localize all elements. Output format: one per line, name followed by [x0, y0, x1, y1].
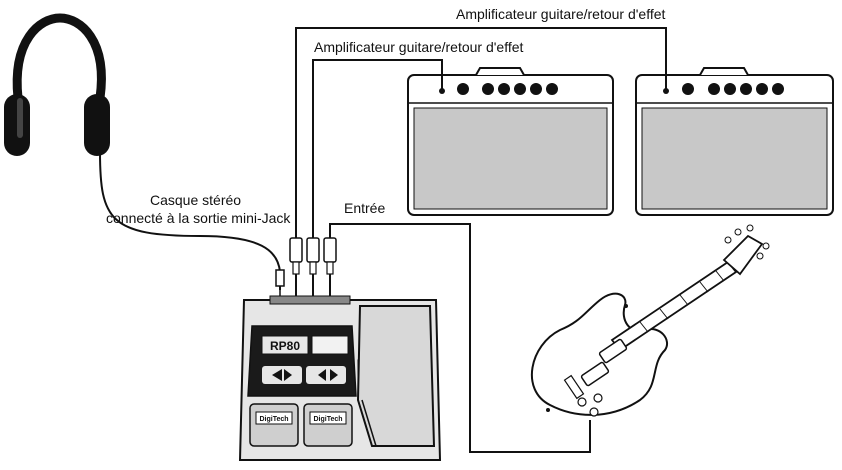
headphone-cable [99, 151, 281, 290]
amplifier-left [407, 67, 614, 216]
cable-input [329, 223, 591, 453]
headphones-label-line2: connecté à la sortie mini-Jack [106, 210, 291, 226]
amp-left-knobs [457, 83, 558, 95]
jack-plugs [289, 237, 337, 296]
headphones-label-line1: Casque stéréo [150, 192, 242, 208]
input-label: Entrée [344, 200, 386, 216]
amp-left-label: Amplificateur guitare/retour d'effet [314, 39, 524, 55]
cable-to-amp-right [295, 27, 667, 238]
amp-right-label: Amplificateur guitare/retour d'effet [456, 6, 666, 22]
headphones-icon [4, 13, 110, 156]
footswitch-right-brand: DigiTech [313, 416, 342, 423]
pedal-model-label: RP80 [270, 339, 300, 353]
amp-right-knobs [682, 83, 784, 95]
footswitch-left-brand: DigiTech [259, 416, 288, 423]
amplifier-right [635, 67, 834, 216]
cable-to-amp-left [312, 59, 443, 238]
multi-effects-pedal: RP80 DigiTech DigiTech DigiTech [238, 295, 442, 461]
electric-guitar-icon [531, 224, 770, 417]
